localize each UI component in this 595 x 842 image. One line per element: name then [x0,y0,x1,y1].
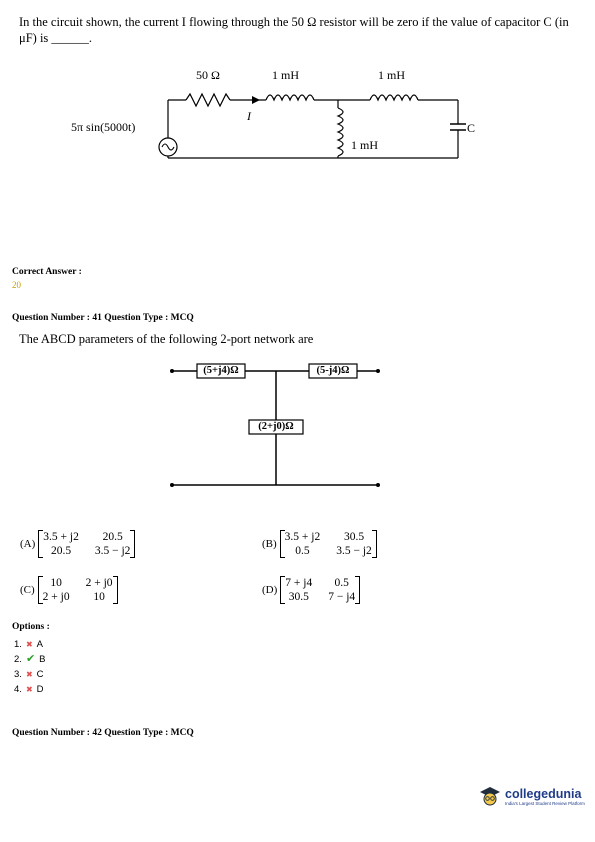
option-row-4[interactable]: 4. ✖ D [14,684,44,695]
graduate-mascot-icon [480,787,500,806]
option-row-2[interactable]: 2. ✔ B [14,653,46,665]
inductor-2-label: 1 mH [351,138,378,152]
question-41-header: Question Number : 41 Question Type : MCQ [12,313,194,323]
correct-answer-label: Correct Answer : [12,267,82,277]
two-port-network-diagram [170,363,380,487]
option-row-1[interactable]: 1. ✖ A [14,639,43,650]
correct-answer-value: 20 [12,280,21,290]
option-c-matrix: (C) 10 2 + j0 2 + j0 10 [20,576,118,604]
options-list: 1. ✖ A 2. ✔ B 3. ✖ C 4. ✖ D [14,637,46,697]
option-row-3[interactable]: 3. ✖ C [14,669,44,680]
cross-icon: ✖ [25,640,33,649]
option-a-matrix: (A) 3.5 + j2 20.5 20.5 3.5 − j2 [20,530,136,558]
option-b-matrix: (B) 3.5 + j2 30.5 0.5 3.5 − j2 [262,530,377,558]
question-41-text: The ABCD parameters of the following 2-p… [19,332,314,346]
option-d-matrix: (D) 7 + j4 0.5 30.5 7 − j4 [262,576,361,604]
capacitor-label: C [467,121,476,135]
question-42-header: Question Number : 42 Question Type : MCQ [12,728,194,738]
source-label: 5π sin(5000t) [71,120,136,134]
inductor-3-label: 1 mH [378,68,405,82]
impedance-z1: (5+j4)Ω [203,365,239,376]
check-icon: ✔ [25,653,36,665]
cross-icon: ✖ [25,685,33,694]
options-label: Options : [12,622,50,632]
resistor-label: 50 Ω [196,68,220,82]
inductor-1-label: 1 mH [272,68,299,82]
impedance-z2: (5-j4)Ω [316,365,350,376]
question-40-text: In the circuit shown, the current I flow… [19,15,569,45]
circuit-diagram-q40 [158,92,466,159]
cross-icon: ✖ [25,670,33,679]
current-label: I [247,109,251,123]
brand-logo: collegedunia India's Largest Student Rev… [478,785,585,807]
impedance-z3: (2+j0)Ω [258,421,294,432]
